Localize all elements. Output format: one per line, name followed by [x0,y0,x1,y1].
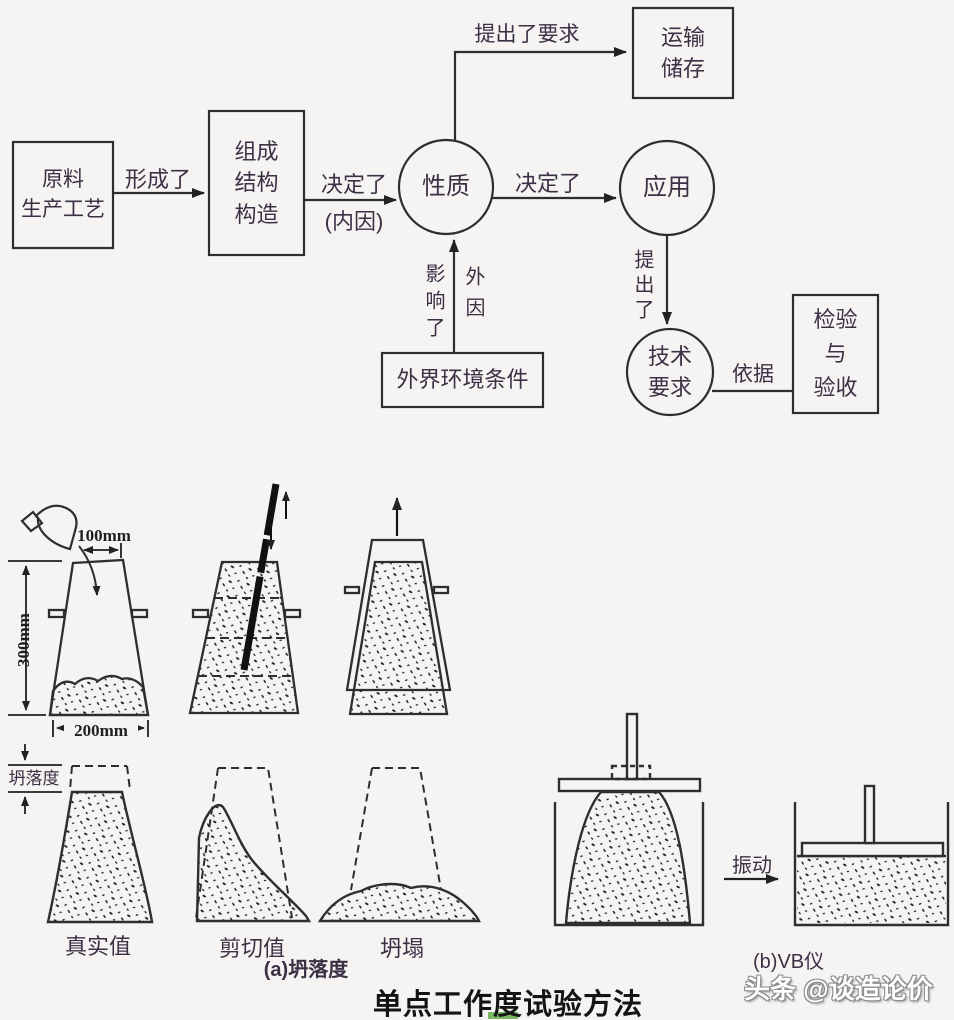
inspection-box-label: 检验 与 验收 [813,306,858,401]
edge-internal-note-label: (内因) [324,209,384,234]
caption-a-label: (a)坍落度 [263,959,349,981]
dim-bottom-label: 200mm [64,719,138,744]
edge-proposed-label: 提出了 [631,248,653,324]
vb-apparatus-after [793,784,950,927]
composition-box-label: 组成 结构 构造 [234,139,279,227]
green-underline-mark [488,1012,518,1019]
slump-shear-figure [195,767,312,923]
shear-label: 剪切值 [218,936,285,961]
pouring-scoop [20,504,101,596]
edge-external-label: 外因 [462,266,484,328]
slump-cone-lifting [343,538,452,716]
tamping-rod [240,483,290,671]
vibration-label: 振动 [732,855,772,877]
raw-material-box-label: 原料 生产工艺 [21,168,105,221]
environment-box-label: 外界环境条件 [396,367,529,393]
tech-req-node-label: 技术 要求 [647,343,692,400]
caption-b-label: (b)VB仪 [753,951,825,973]
slump-measure-lines [8,744,62,814]
vb-apparatus-before [553,712,705,927]
dim-height-label: 300mm [13,613,33,667]
flowchart-shapes [11,6,880,417]
application-node-label: 应用 [643,173,691,201]
edge-influenced-label: 影响了 [422,262,444,344]
slump-true-value-figure [46,765,154,924]
watermark: 头条 @谈造论价 [744,974,933,1004]
dim-top-label: 100mm [77,526,131,545]
slump-collapse-figure [317,767,481,923]
collapse-label: 坍塌 [379,936,424,961]
slump-cone-tamping [188,560,302,715]
true-value-label: 真实值 [64,934,131,959]
slump-dim-label: 坍落度 [8,769,60,788]
transport-box-label: 运输 储存 [660,24,705,81]
slump-cone-filling [47,558,150,717]
edge-requested-label: 提出了要求 [474,23,580,46]
edge-formed-label: 形成了 [124,167,191,192]
edge-basis-label: 依据 [732,363,774,386]
edge-decided-label: 决定了 [514,171,581,196]
edge-decided-internal-label: 决定了 [320,172,387,197]
page-title: 单点工作度试验方法 [372,989,643,1020]
flowchart-connectors [113,47,793,393]
property-node-label: 性质 [422,172,470,200]
